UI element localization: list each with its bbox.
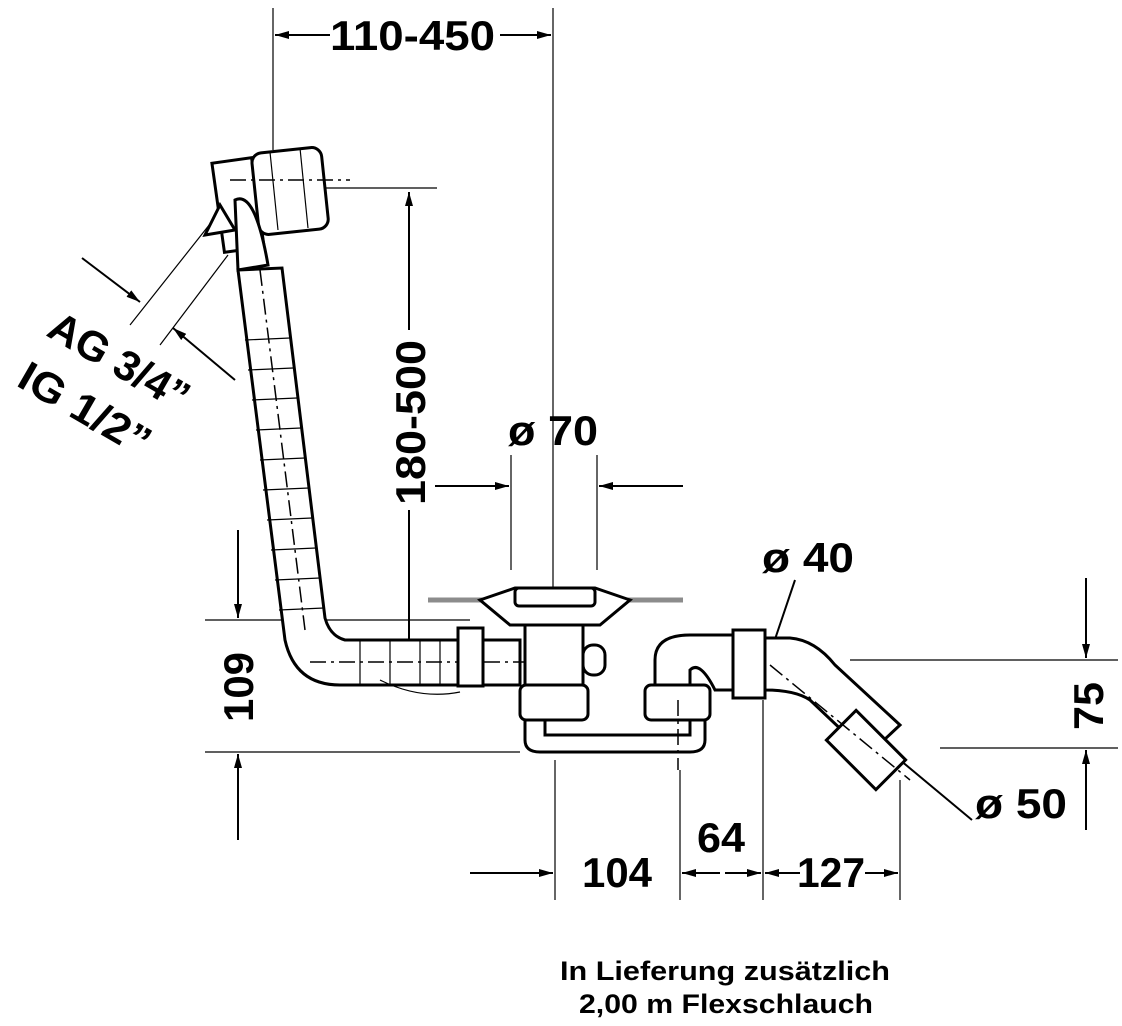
dim-64-label: 64 (697, 814, 746, 861)
flexible-hose (236, 266, 540, 695)
outlet-diameter-label: ø 40 (762, 534, 854, 581)
connection-diameter-label: ø 50 (975, 780, 1067, 827)
drain-trap (428, 586, 737, 770)
outlet-elbow (731, 628, 911, 792)
note-line-2: 2,00 m Flexschlauch (579, 989, 873, 1019)
trap-height-label: 109 (215, 652, 262, 722)
dim-127-label: 127 (797, 849, 865, 896)
overflow-height-label: 180-500 (387, 340, 434, 505)
overflow-width-label: 110-450 (330, 12, 495, 59)
drain-diameter-label: ø 70 (508, 407, 598, 454)
dimension-lines (81, 8, 1118, 900)
note-line-1: In Lieferung zusätzlich (560, 956, 890, 986)
dim-104-label: 104 (582, 849, 653, 896)
overflow-head (202, 146, 350, 272)
outlet-height-label: 75 (1065, 682, 1112, 730)
